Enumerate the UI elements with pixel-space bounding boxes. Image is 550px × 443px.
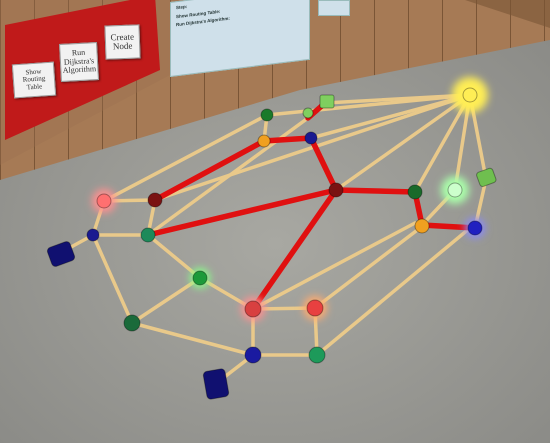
graph-node-green[interactable] (309, 347, 325, 363)
graph-node-blue[interactable] (305, 132, 317, 144)
create-node-button[interactable]: Create Node (104, 24, 140, 59)
graph-node-yellow-source[interactable] (463, 88, 477, 102)
graph-node-blue[interactable] (87, 229, 99, 241)
steps-label: Step: (176, 4, 187, 10)
graph-node-darkgreen[interactable] (261, 109, 273, 121)
graph-node-orange[interactable] (415, 219, 429, 233)
graph-cube-node-blue[interactable] (203, 368, 230, 399)
graph-node-darkred[interactable] (148, 193, 162, 207)
graph-node-blue[interactable] (245, 347, 261, 363)
graph-node-orange[interactable] (258, 135, 270, 147)
graph-node-blue[interactable] (468, 221, 482, 235)
show-routing-table-button[interactable]: Show Routing Table (12, 62, 56, 99)
graph-node-pink[interactable] (97, 194, 111, 208)
graph-node-darkgreen[interactable] (124, 315, 140, 331)
graph-node-red[interactable] (245, 301, 261, 317)
graph-node-lightgreen[interactable] (303, 108, 313, 118)
graph-node-red[interactable] (307, 300, 323, 316)
graph-node-darkred[interactable] (329, 183, 343, 197)
graph-cube-node-green[interactable] (320, 95, 334, 108)
graph-node-green[interactable] (193, 271, 207, 285)
graph-node-lightgreen[interactable] (448, 183, 462, 197)
secondary-panel (318, 0, 350, 16)
graph-node-darkgreen[interactable] (408, 185, 422, 199)
run-dijkstra-button[interactable]: Run Dijkstra's Algorithm (59, 42, 99, 82)
graph-node-teal[interactable] (141, 228, 155, 242)
